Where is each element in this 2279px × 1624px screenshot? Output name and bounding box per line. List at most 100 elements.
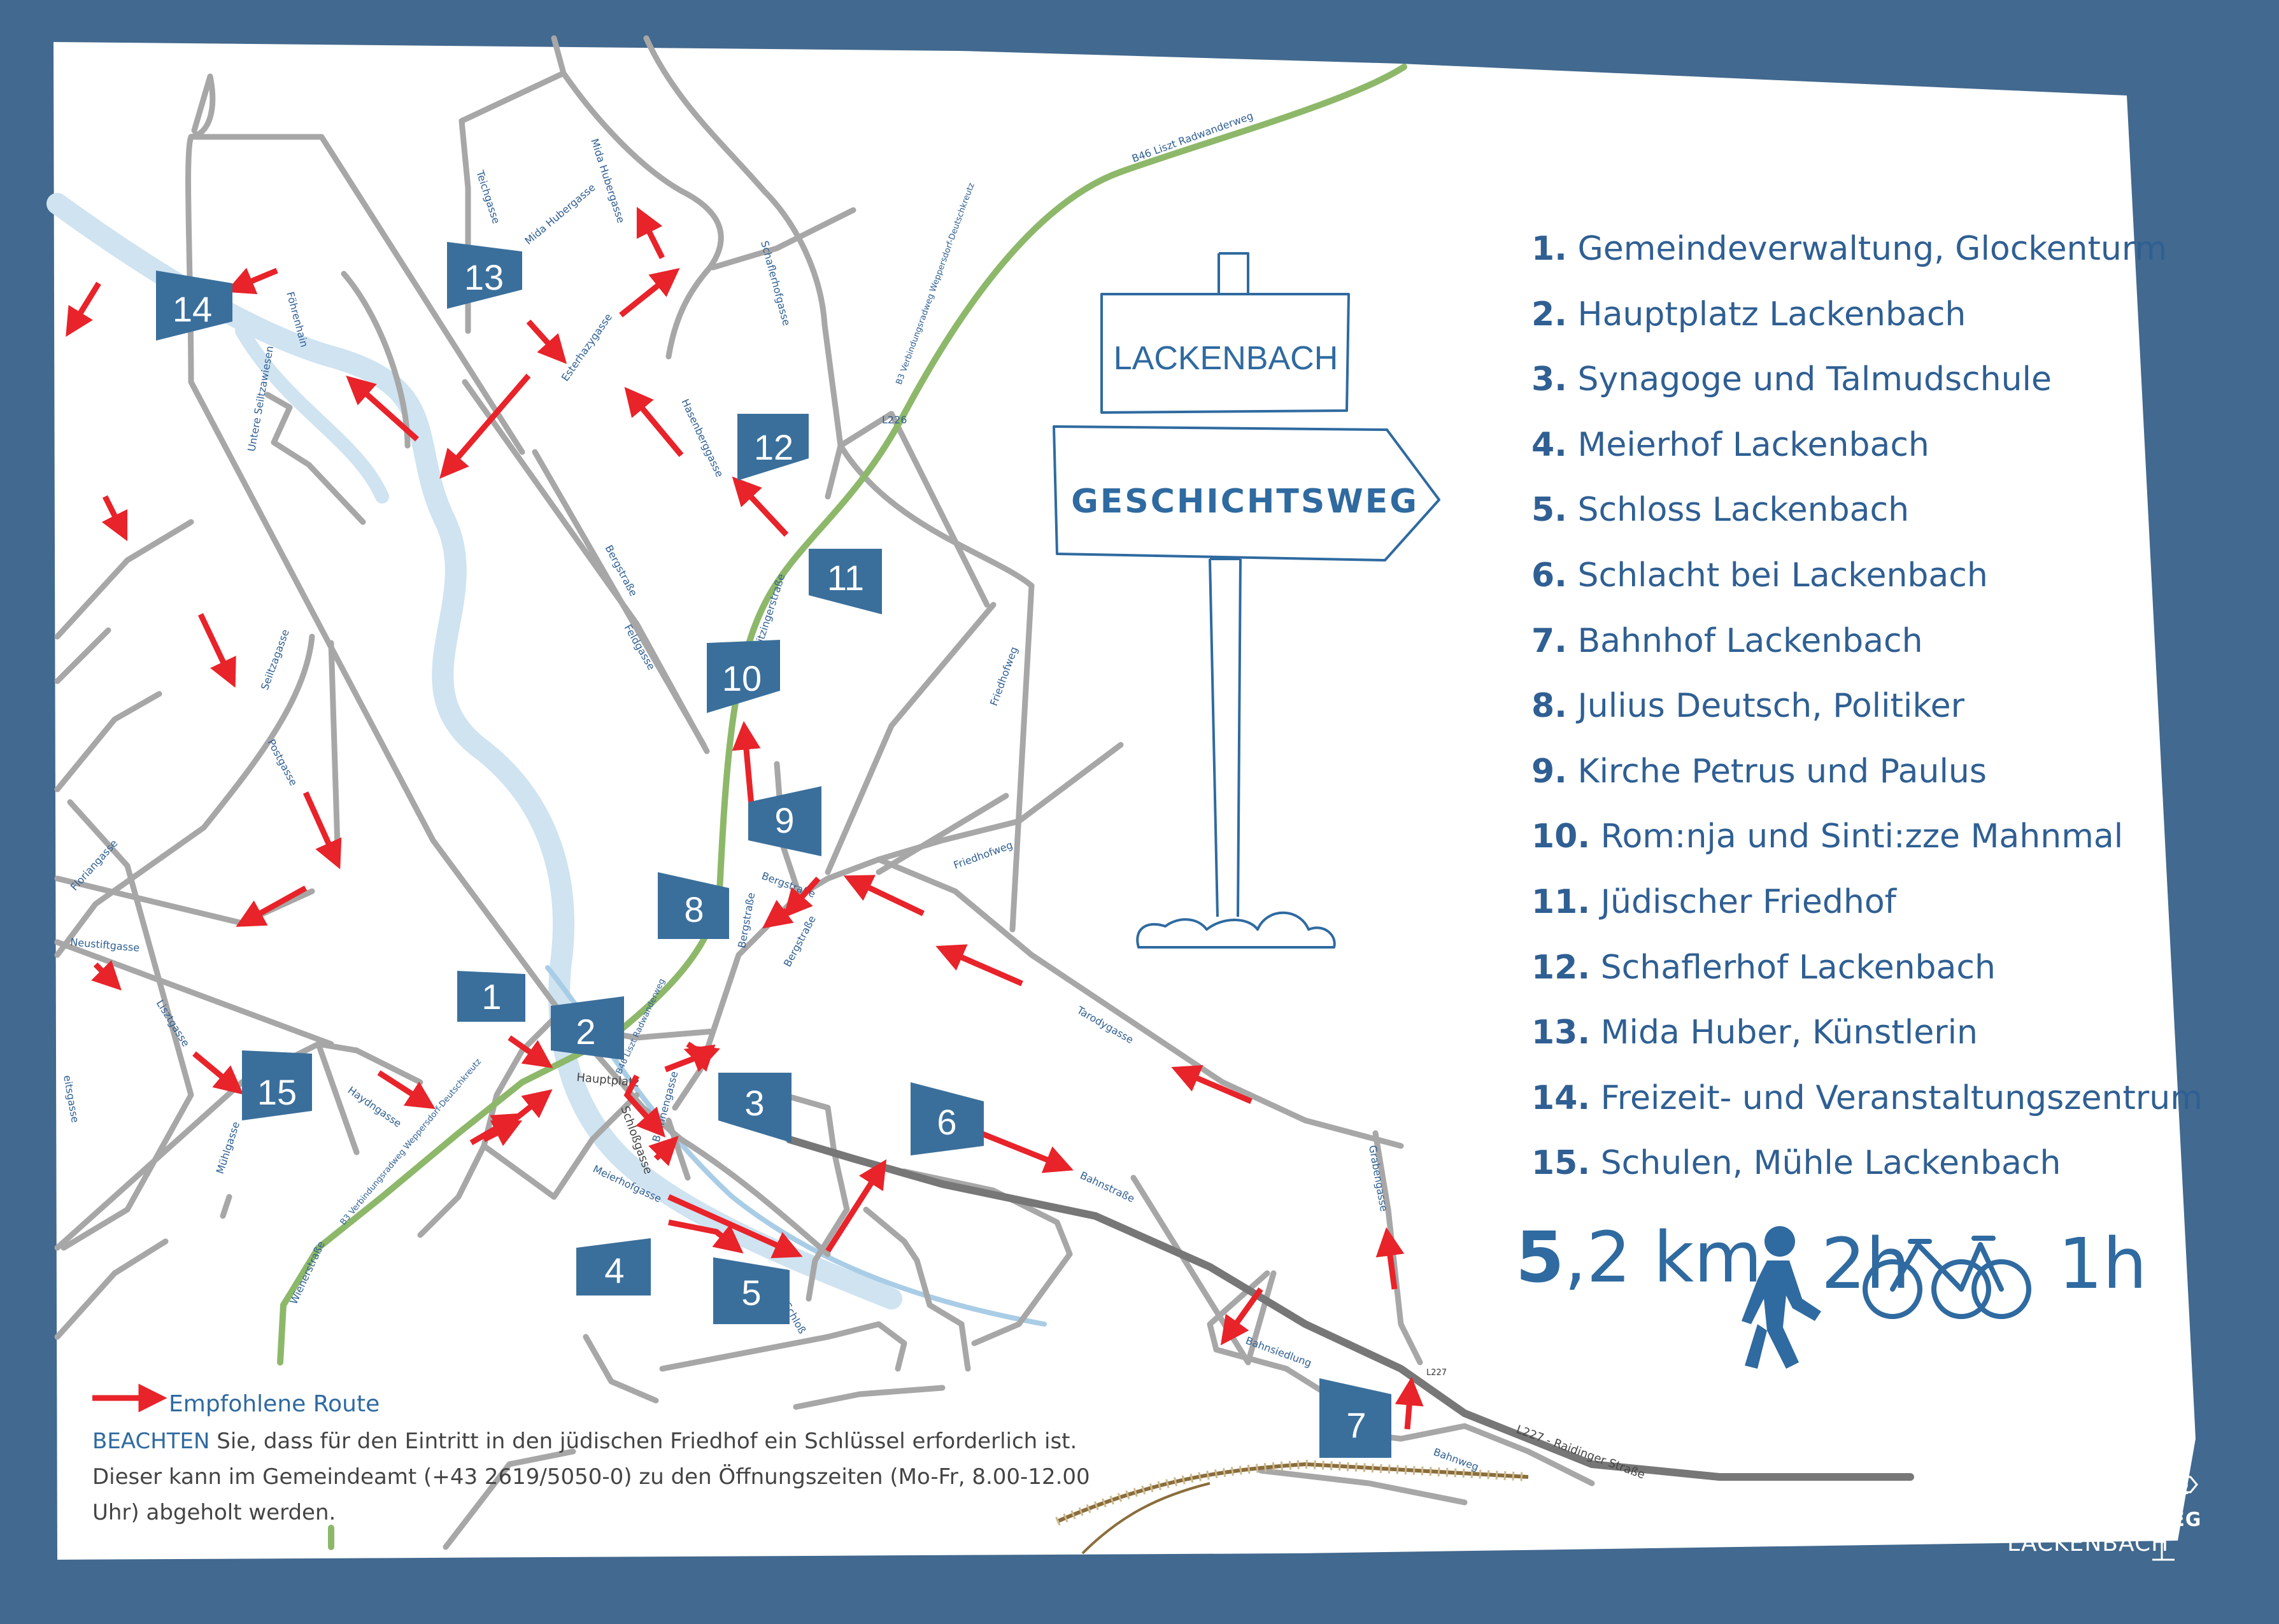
legend-item[interactable]: 10. Rom:nja und Sinti:zze Mahnmal xyxy=(1531,814,2168,879)
signpost-pole xyxy=(1209,252,1249,917)
route-arrow xyxy=(1375,1227,1405,1290)
route-arrow xyxy=(624,386,684,457)
route-arrow xyxy=(935,944,1023,987)
logo-sign-number: 1222 xyxy=(2143,1479,2190,1499)
legend-number: 3. xyxy=(1531,360,1567,399)
main-road xyxy=(786,1136,1914,1481)
logo-line-1: GESCHICHTSWEG xyxy=(2007,1509,2202,1531)
street-label: L227 xyxy=(1426,1368,1447,1378)
route-arrow xyxy=(197,613,236,688)
station-marker-3[interactable]: 3 xyxy=(718,1073,792,1143)
legend-item[interactable]: 2. Hauptplatz Lackenbach xyxy=(1531,292,2168,357)
legend-item[interactable]: 12. Schaflerhof Lackenbach xyxy=(1531,945,2168,1010)
legend-item[interactable]: 8. Julius Deutsch, Politiker xyxy=(1531,683,2168,749)
station-number: 9 xyxy=(774,800,794,840)
station-marker-10[interactable]: 10 xyxy=(707,640,780,713)
legend-number: 8. xyxy=(1531,687,1567,726)
legend-text: Gemeindeverwaltung, Glockenturm xyxy=(1577,230,2167,268)
legend-item[interactable]: 14. Freizeit- und Veranstaltungszentrum xyxy=(1531,1075,2203,1141)
station-marker-15[interactable]: 15 xyxy=(242,1050,312,1120)
legend-number: 13. xyxy=(1531,1013,1591,1052)
route-arrow xyxy=(377,1070,436,1110)
station-marker-12[interactable]: 12 xyxy=(737,414,809,481)
logo-sign-icon xyxy=(2138,1476,2198,1561)
legend-item[interactable]: 6. Schlacht bei Lackenbach xyxy=(1531,553,2168,618)
legend-text: Kirche Petrus und Paulus xyxy=(1577,752,1987,791)
legend-item[interactable]: 3. Synagoge und Talmudschule xyxy=(1531,357,2168,422)
legend-number: 6. xyxy=(1531,556,1567,595)
station-marker-11[interactable]: 11 xyxy=(809,549,882,614)
station-marker-14[interactable]: 14 xyxy=(156,271,232,341)
legend-text: Schaflerhof Lackenbach xyxy=(1600,948,1996,987)
route-arrow xyxy=(979,1130,1074,1173)
legend-text: Jüdischer Friedhof xyxy=(1600,882,1896,921)
station-marker-2[interactable]: 2 xyxy=(551,996,624,1060)
route-arrow xyxy=(762,900,794,929)
route-arrow xyxy=(732,476,789,537)
station-marker-5[interactable]: 5 xyxy=(713,1257,790,1324)
note-line: Dieser kann im Gemeindeamt (+43 2619/505… xyxy=(92,1464,1090,1490)
legend-number: 12. xyxy=(1531,948,1591,987)
station-number: 3 xyxy=(744,1083,764,1123)
walk-time: 2h xyxy=(1821,1223,1910,1304)
station-markers: 1 2 3 4 5 6 7 8 xyxy=(156,242,1391,1458)
legend-item[interactable]: 13. Mida Huber, Künstlerin xyxy=(1531,1010,2168,1075)
signpost-board-top xyxy=(1100,293,1350,414)
station-number: 15 xyxy=(257,1072,297,1112)
station-marker-1[interactable]: 1 xyxy=(457,971,525,1022)
street-label: L226 xyxy=(882,414,907,426)
route-arrow xyxy=(346,375,420,442)
distance-rest: ,2 km xyxy=(1564,1217,1763,1298)
station-number: 8 xyxy=(684,889,704,929)
legend-text: Freizeit- und Veranstaltungszentrum xyxy=(1600,1078,2203,1117)
legend-text: Schulen, Mühle Lackenbach xyxy=(1600,1144,2061,1183)
station-number: 7 xyxy=(1346,1405,1366,1445)
warning-keyword: BEACHTEN xyxy=(92,1429,210,1454)
warning-text: BEACHTEN Sie, dass für den Eintritt in d… xyxy=(92,1425,1111,1458)
station-number: 10 xyxy=(722,658,762,698)
legend-text: Hauptplatz Lackenbach xyxy=(1577,295,1966,334)
legend-item[interactable]: 15. Schulen, Mühle Lackenbach xyxy=(1531,1140,2168,1206)
route-arrow xyxy=(66,281,101,337)
signpost-title: LACKENBACH xyxy=(1114,340,1338,377)
legend-item[interactable]: 5. Schloss Lackenbach xyxy=(1531,487,2168,553)
station-marker-8[interactable]: 8 xyxy=(658,872,729,939)
route-arrow xyxy=(302,791,342,870)
route-arrow xyxy=(91,960,122,991)
legend-text: Meierhof Lackenbach xyxy=(1577,425,1929,464)
station-marker-7[interactable]: 7 xyxy=(1319,1378,1391,1458)
warning-body: Sie, dass für den Eintritt in den jüdisc… xyxy=(209,1429,1077,1454)
route-arrow xyxy=(192,1051,244,1095)
route-arrow xyxy=(1395,1376,1424,1430)
station-number: 4 xyxy=(604,1250,624,1290)
station-marker-6[interactable]: 6 xyxy=(911,1082,984,1155)
route-arrow xyxy=(619,267,680,318)
route-legend-label: Empfohlene Route xyxy=(169,1391,380,1417)
route-stats: 5,2 km 2h 1h xyxy=(1516,1210,2152,1311)
station-marker-4[interactable]: 4 xyxy=(576,1238,651,1296)
route-arrow xyxy=(825,1159,887,1253)
legend-item[interactable]: 4. Meierhof Lackenbach xyxy=(1531,422,2168,488)
walking-person-icon xyxy=(1742,1226,1821,1369)
legend-number: 2. xyxy=(1531,295,1567,334)
route-arrow xyxy=(225,267,278,295)
route-arrow xyxy=(101,495,128,542)
station-number: 13 xyxy=(464,257,504,297)
legend-number: 9. xyxy=(1531,752,1567,791)
legend-item[interactable]: 1. Gemeindeverwaltung, Glockenturm xyxy=(1531,226,2168,292)
signpost-ground xyxy=(1136,911,1336,949)
station-number: 2 xyxy=(576,1012,595,1052)
legend-text: Synagoge und Talmudschule xyxy=(1577,360,2052,399)
station-marker-9[interactable]: 9 xyxy=(748,786,821,856)
legend-number: 7. xyxy=(1531,621,1567,660)
route-arrow xyxy=(508,1035,553,1068)
route-arrow xyxy=(1220,1287,1263,1346)
station-marker-13[interactable]: 13 xyxy=(447,242,522,309)
station-number: 12 xyxy=(754,427,793,467)
legend-number: 11. xyxy=(1531,882,1591,921)
logo-line-2: LACKENBACH xyxy=(2007,1530,2169,1557)
legend-item[interactable]: 7. Bahnhof Lackenbach xyxy=(1531,618,2168,684)
legend-item[interactable]: 9. Kirche Petrus und Paulus xyxy=(1531,749,2168,814)
legend-item[interactable]: 11. Jüdischer Friedhof xyxy=(1531,879,2168,945)
station-number: 1 xyxy=(481,977,501,1017)
